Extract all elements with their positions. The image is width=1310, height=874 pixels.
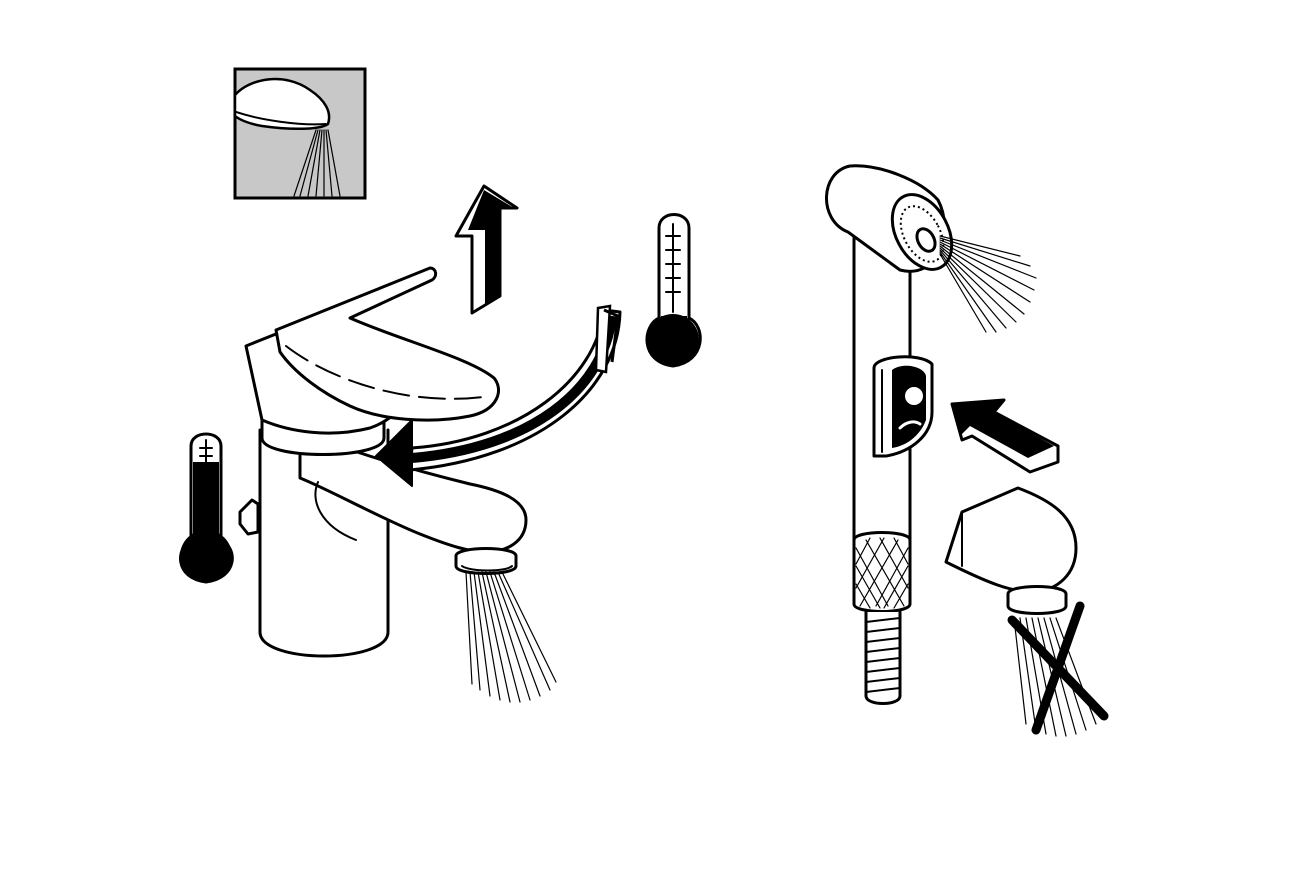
rotate-lever-arrow	[375, 304, 622, 487]
knurled-sleeve-pattern	[855, 537, 909, 609]
inset-lever-detail	[233, 67, 367, 200]
inset-water-stream	[293, 129, 341, 197]
hose-rings	[865, 617, 901, 693]
spout-no-flow	[944, 486, 1109, 737]
basin-mixer-tap	[238, 266, 528, 658]
cross-mark-icon	[1007, 601, 1109, 735]
press-button-arrow	[950, 398, 1060, 474]
hand-shower	[825, 164, 954, 705]
shower-water-spray	[939, 235, 1037, 333]
cold-thermometer-icon	[645, 213, 702, 368]
lift-up-arrow	[454, 184, 519, 315]
hot-thermometer-icon	[179, 432, 234, 584]
spout-water-stream	[465, 571, 557, 703]
